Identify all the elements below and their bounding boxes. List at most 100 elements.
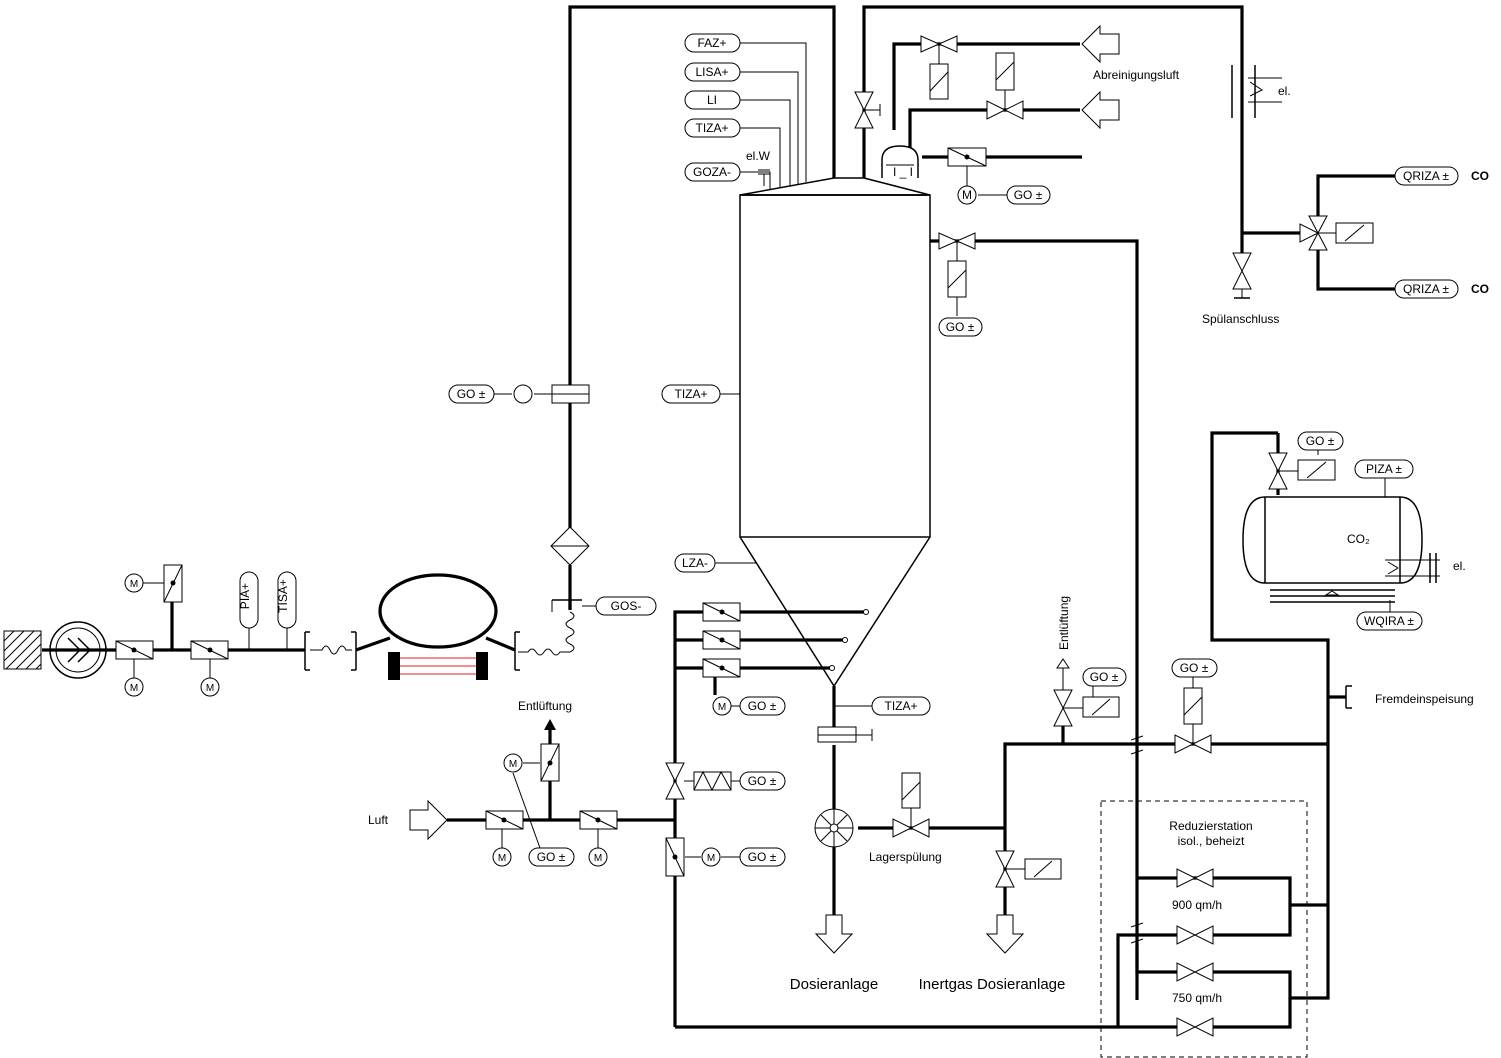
damper-hopper-3 xyxy=(702,658,741,678)
valve-abreinigung-top xyxy=(920,35,958,53)
svg-text:GO ±: GO ± xyxy=(457,387,486,401)
damper-luft-1 xyxy=(485,810,524,830)
valve-hopper-vert xyxy=(665,762,685,800)
damper-blower-2 xyxy=(190,640,229,660)
tag-go-entl: GO ± xyxy=(1082,667,1127,687)
motor-icon: M xyxy=(588,847,608,867)
label-el-tank: el. xyxy=(1453,559,1466,573)
solenoid-6 xyxy=(1082,696,1120,718)
valve-lagerspuelung xyxy=(892,818,930,838)
svg-text:TIZA+: TIZA+ xyxy=(884,699,917,713)
valve-reducer-2 xyxy=(1176,925,1214,945)
tag-go-motor: GO ± xyxy=(739,847,786,867)
valve-co2-tank xyxy=(1268,452,1288,490)
valves xyxy=(665,35,1336,1037)
label-el-top: el. xyxy=(1278,84,1291,98)
tag-piza: PIZA ± xyxy=(1354,459,1414,479)
label-dosieranlage: Dosieranlage xyxy=(790,976,878,993)
arrow-in-abreinigung-1 xyxy=(1081,24,1120,64)
tag-qriza-bottom: QRIZA ± xyxy=(1394,279,1459,299)
svg-text:QRIZA ±: QRIZA ± xyxy=(1403,282,1449,296)
svg-text:GO ±: GO ± xyxy=(748,774,777,788)
damper-lower xyxy=(665,837,685,877)
co2-tank xyxy=(1242,496,1440,603)
svg-text:GO ±: GO ± xyxy=(946,320,975,334)
filter-cap: I _ I xyxy=(881,145,919,179)
tag-tisa: TISA+ xyxy=(276,571,297,629)
gos-sensor xyxy=(518,599,582,656)
damper-hopper-1 xyxy=(702,602,741,622)
valve-top-loop xyxy=(854,91,874,129)
svg-text:M: M xyxy=(594,853,602,864)
label-abreinigungsluft: Abreinigungsluft xyxy=(1093,68,1180,82)
inline-filter xyxy=(551,384,590,404)
valve-spuel xyxy=(1232,252,1252,290)
label-co-top: CO xyxy=(1471,169,1489,183)
svg-text:GO ±: GO ± xyxy=(1090,670,1119,684)
tag-go-topvalve: GO ± xyxy=(1006,185,1051,205)
tag-tiza-mid: TIZA+ xyxy=(661,384,721,404)
label-co2: CO₂ xyxy=(1347,532,1370,546)
elw-indicator xyxy=(758,169,770,186)
text-labels: Abreinigungsluft el. el.W Spülanschluss … xyxy=(368,68,1489,1005)
tag-go-blower: GO ± xyxy=(528,847,575,867)
valve-tank-side xyxy=(938,232,976,250)
tag-qriza-top: QRIZA ± xyxy=(1394,166,1459,186)
solenoid-5 xyxy=(1183,687,1203,725)
label-reduzierstation-2: isol., beheizt xyxy=(1178,834,1245,848)
tag-li: LI xyxy=(684,90,741,110)
damper-top xyxy=(947,147,987,167)
label-inertgas-dosieranlage: Inertgas Dosieranlage xyxy=(919,976,1066,993)
svg-text:M: M xyxy=(498,853,506,864)
silo-vessel xyxy=(739,177,931,730)
motor-icon: M xyxy=(124,677,144,697)
svg-text:M: M xyxy=(707,853,715,864)
tag-go-co2valve: GO ± xyxy=(1171,658,1218,678)
solenoid-2 xyxy=(995,52,1015,91)
valve-inertgas xyxy=(995,850,1015,888)
svg-text:GOZA-: GOZA- xyxy=(693,165,731,179)
solenoid-3 xyxy=(947,260,967,298)
svg-text:M: M xyxy=(130,579,138,590)
svg-text:M: M xyxy=(130,683,138,694)
tag-lead-lines xyxy=(133,42,1395,858)
svg-text:GO ±: GO ± xyxy=(1306,434,1335,448)
damper-blower-vert xyxy=(163,564,183,603)
svg-text:GO ±: GO ± xyxy=(1014,188,1043,202)
motor-icon: M xyxy=(124,573,144,593)
damper-luft-2 xyxy=(579,810,618,830)
svg-text:GO ±: GO ± xyxy=(537,850,566,864)
valve-reducer-1 xyxy=(1176,868,1214,888)
svg-text:TIZA+: TIZA+ xyxy=(695,121,728,135)
arrow-inertgas xyxy=(985,914,1025,954)
damper-entl xyxy=(540,743,560,782)
motor-icon: M xyxy=(957,185,977,205)
valve-abreinigung-second xyxy=(986,100,1024,120)
solenoid-1 xyxy=(929,63,949,100)
tag-go-solenoid: GO ± xyxy=(1297,431,1344,451)
motor-icon: M xyxy=(503,753,523,773)
label-entlueftung-left: Entlüftung xyxy=(518,699,572,713)
flow-arrows xyxy=(409,24,1120,954)
motor-icon: M xyxy=(200,677,220,697)
arrow-luft xyxy=(409,799,448,841)
solenoid-actuators xyxy=(901,52,1374,880)
valve-reducer-4 xyxy=(1176,1017,1214,1037)
el-heater-top xyxy=(1231,65,1282,118)
label-flow-900: 900 qm/h xyxy=(1172,898,1222,912)
reduzierstation-box xyxy=(1100,800,1308,1058)
blower-assembly xyxy=(3,621,107,679)
motor-icon: M xyxy=(492,847,512,867)
valve-co2-main xyxy=(1174,734,1212,754)
dampers xyxy=(115,147,987,877)
solenoid-8 xyxy=(1297,459,1336,481)
damper-blower-1 xyxy=(115,640,154,660)
tag-wqira: WQIRA ± xyxy=(1356,611,1423,631)
svg-text:WQIRA ±: WQIRA ± xyxy=(1364,614,1414,628)
regenerator-loop xyxy=(355,573,516,680)
tag-lisa: LISA+ xyxy=(684,62,741,82)
svg-text:TIZA+: TIZA+ xyxy=(674,387,707,401)
arrow-in-abreinigung-2 xyxy=(1081,90,1120,130)
label-entlueftung-mid: Entlüftung xyxy=(1057,596,1071,650)
